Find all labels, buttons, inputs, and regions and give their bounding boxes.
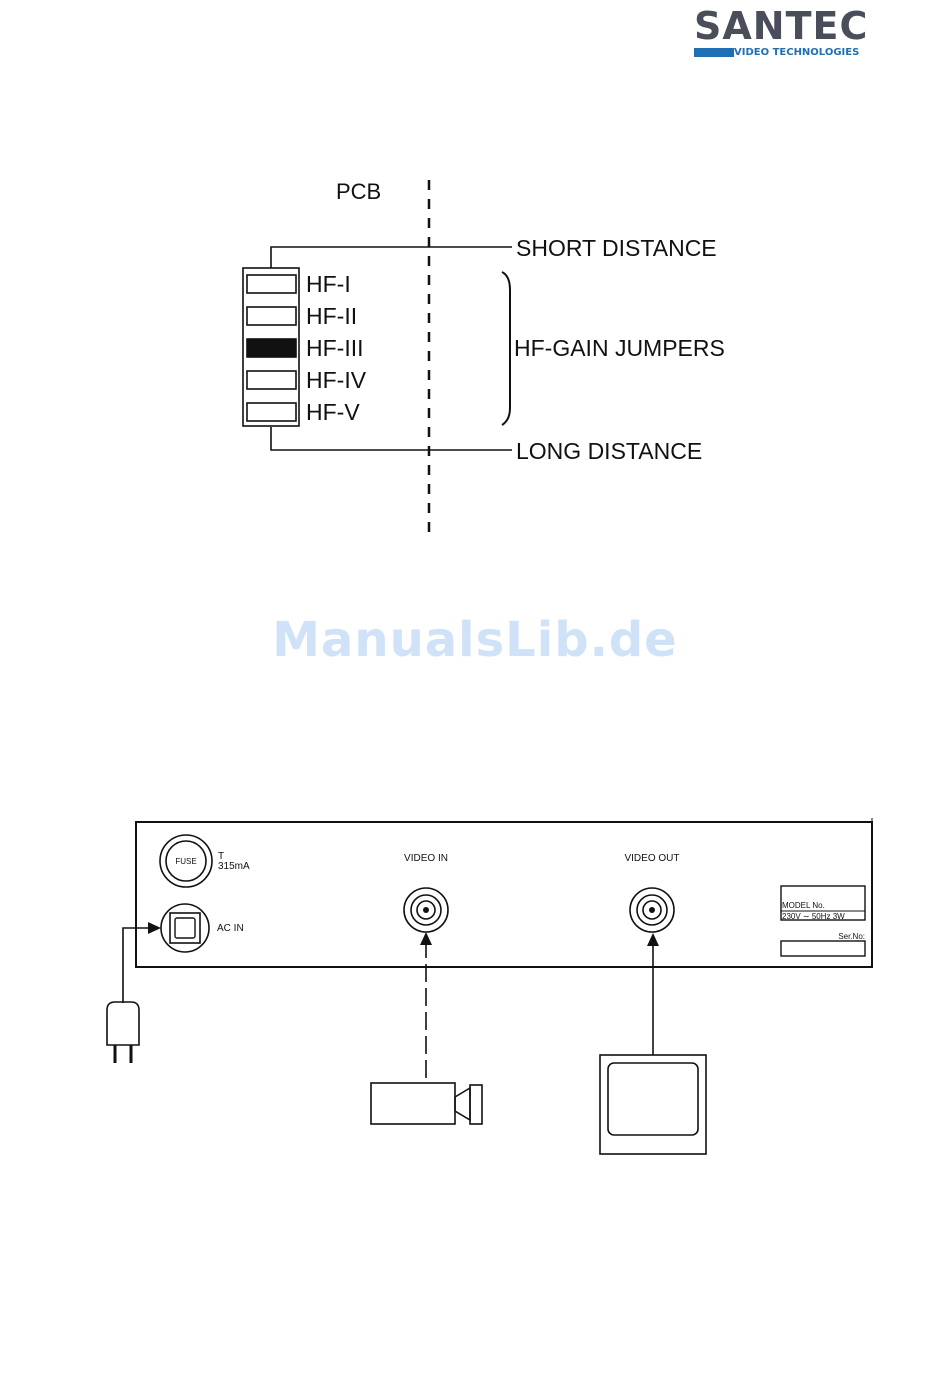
long-distance-label: LONG DISTANCE [516, 438, 702, 464]
bnc-connector-icon [404, 888, 448, 932]
jumper-group-brace [502, 272, 510, 425]
jumper-label: HF-IV [306, 367, 367, 393]
bnc-connector-icon [630, 888, 674, 932]
jumper-list: HF-I HF-II HF-III HF-IV HF-V [247, 271, 367, 425]
jumper-label: HF-II [306, 303, 357, 329]
video-out-label: VIDEO OUT [624, 853, 679, 864]
rear-panel-outline [136, 822, 872, 967]
jumper-3 [247, 339, 296, 357]
short-distance-leader [271, 247, 512, 268]
camera-icon [371, 932, 482, 1124]
video-in-label: VIDEO IN [404, 853, 448, 864]
fuse-rating-ma: 315mA [218, 861, 250, 872]
jumper-diagram: PCB SHORT DISTANCE LONG DISTANCE HF-IHF-… [243, 179, 725, 540]
ac-in-label: AC IN [217, 923, 244, 934]
power-rating-label: 230V ∼ 50Hz 3W [782, 912, 845, 921]
rear-panel: FUSE T 315mA AC IN VIDEO IN VIDEO OUT [136, 818, 872, 968]
power-plug-icon [107, 922, 161, 1063]
jumper-4 [247, 371, 296, 389]
hf-gain-jumpers-label: HF-GAIN JUMPERS [514, 335, 725, 361]
fuse-label: FUSE [175, 857, 196, 866]
serial-no-label: Ser.No: [838, 932, 865, 941]
jumper-5 [247, 403, 296, 421]
model-no-label: MODEL No. [782, 901, 825, 910]
fuse-holder: FUSE [160, 835, 212, 887]
jumper-label: HF-V [306, 399, 360, 425]
watermark: ManualsLib.de [0, 612, 950, 668]
jumper-label: HF-I [306, 271, 351, 297]
short-distance-label: SHORT DISTANCE [516, 235, 717, 261]
pcb-label: PCB [336, 179, 381, 204]
ac-in-socket [161, 904, 209, 952]
serial-plate [781, 941, 865, 956]
jumper-1 [247, 275, 296, 293]
jumper-label: HF-III [306, 335, 364, 361]
long-distance-leader [271, 427, 512, 450]
jumper-2 [247, 307, 296, 325]
